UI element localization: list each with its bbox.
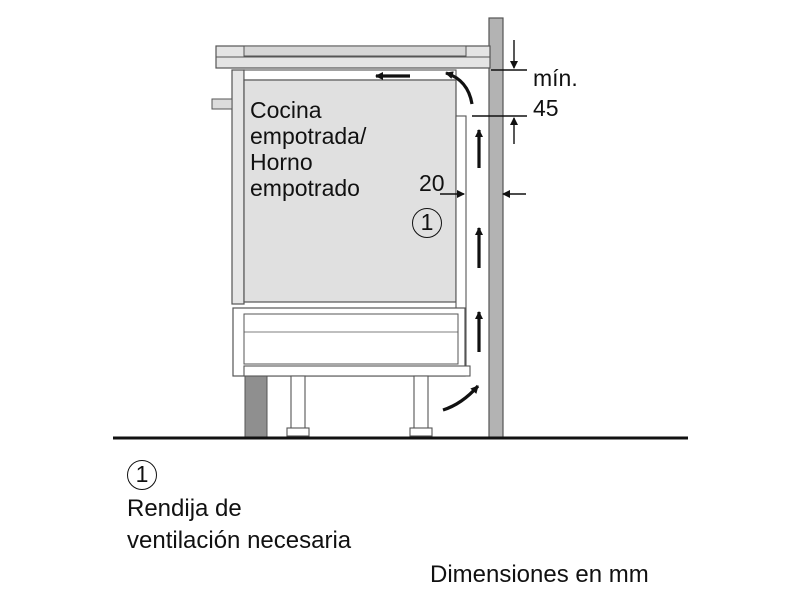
airflow-arrow-bottom-curve	[442, 384, 480, 412]
vent-callout-circle: 1	[412, 208, 442, 238]
legend-callout-circle: 1	[127, 460, 157, 490]
cabinet-bottom	[243, 365, 471, 377]
gap-dimension-value: 20	[419, 170, 445, 196]
legend-callout-number: 1	[135, 461, 149, 487]
airflow-arrows	[375, 71, 483, 412]
oven-knob	[211, 98, 233, 110]
appliance-label-line-1: Cocina	[250, 97, 322, 123]
legend-line-2: ventilación necesaria	[127, 527, 352, 554]
vent-callout-number: 1	[420, 209, 434, 235]
drawer	[232, 307, 466, 377]
appliance-label-line-3: Horno	[250, 149, 313, 175]
legend-line-1: Rendija de	[127, 495, 242, 522]
oven-top-strip	[243, 69, 457, 81]
units-note: Dimensiones en mm	[430, 561, 649, 588]
cabinet-legs	[286, 375, 433, 437]
min-dimension-label: mín.	[533, 65, 578, 91]
airflow-arrow-top-curve	[445, 71, 474, 105]
appliance-label-line-4: empotrado	[250, 175, 360, 201]
cooktop	[215, 45, 491, 69]
plinth	[244, 375, 268, 439]
cabinet-side-panel	[231, 69, 245, 305]
min-dimension-value: 45	[533, 95, 559, 121]
appliance-label-line-2: empotrada/	[250, 123, 367, 149]
wall	[488, 17, 504, 439]
dimension-markers	[440, 40, 527, 198]
oven-body	[243, 79, 457, 303]
